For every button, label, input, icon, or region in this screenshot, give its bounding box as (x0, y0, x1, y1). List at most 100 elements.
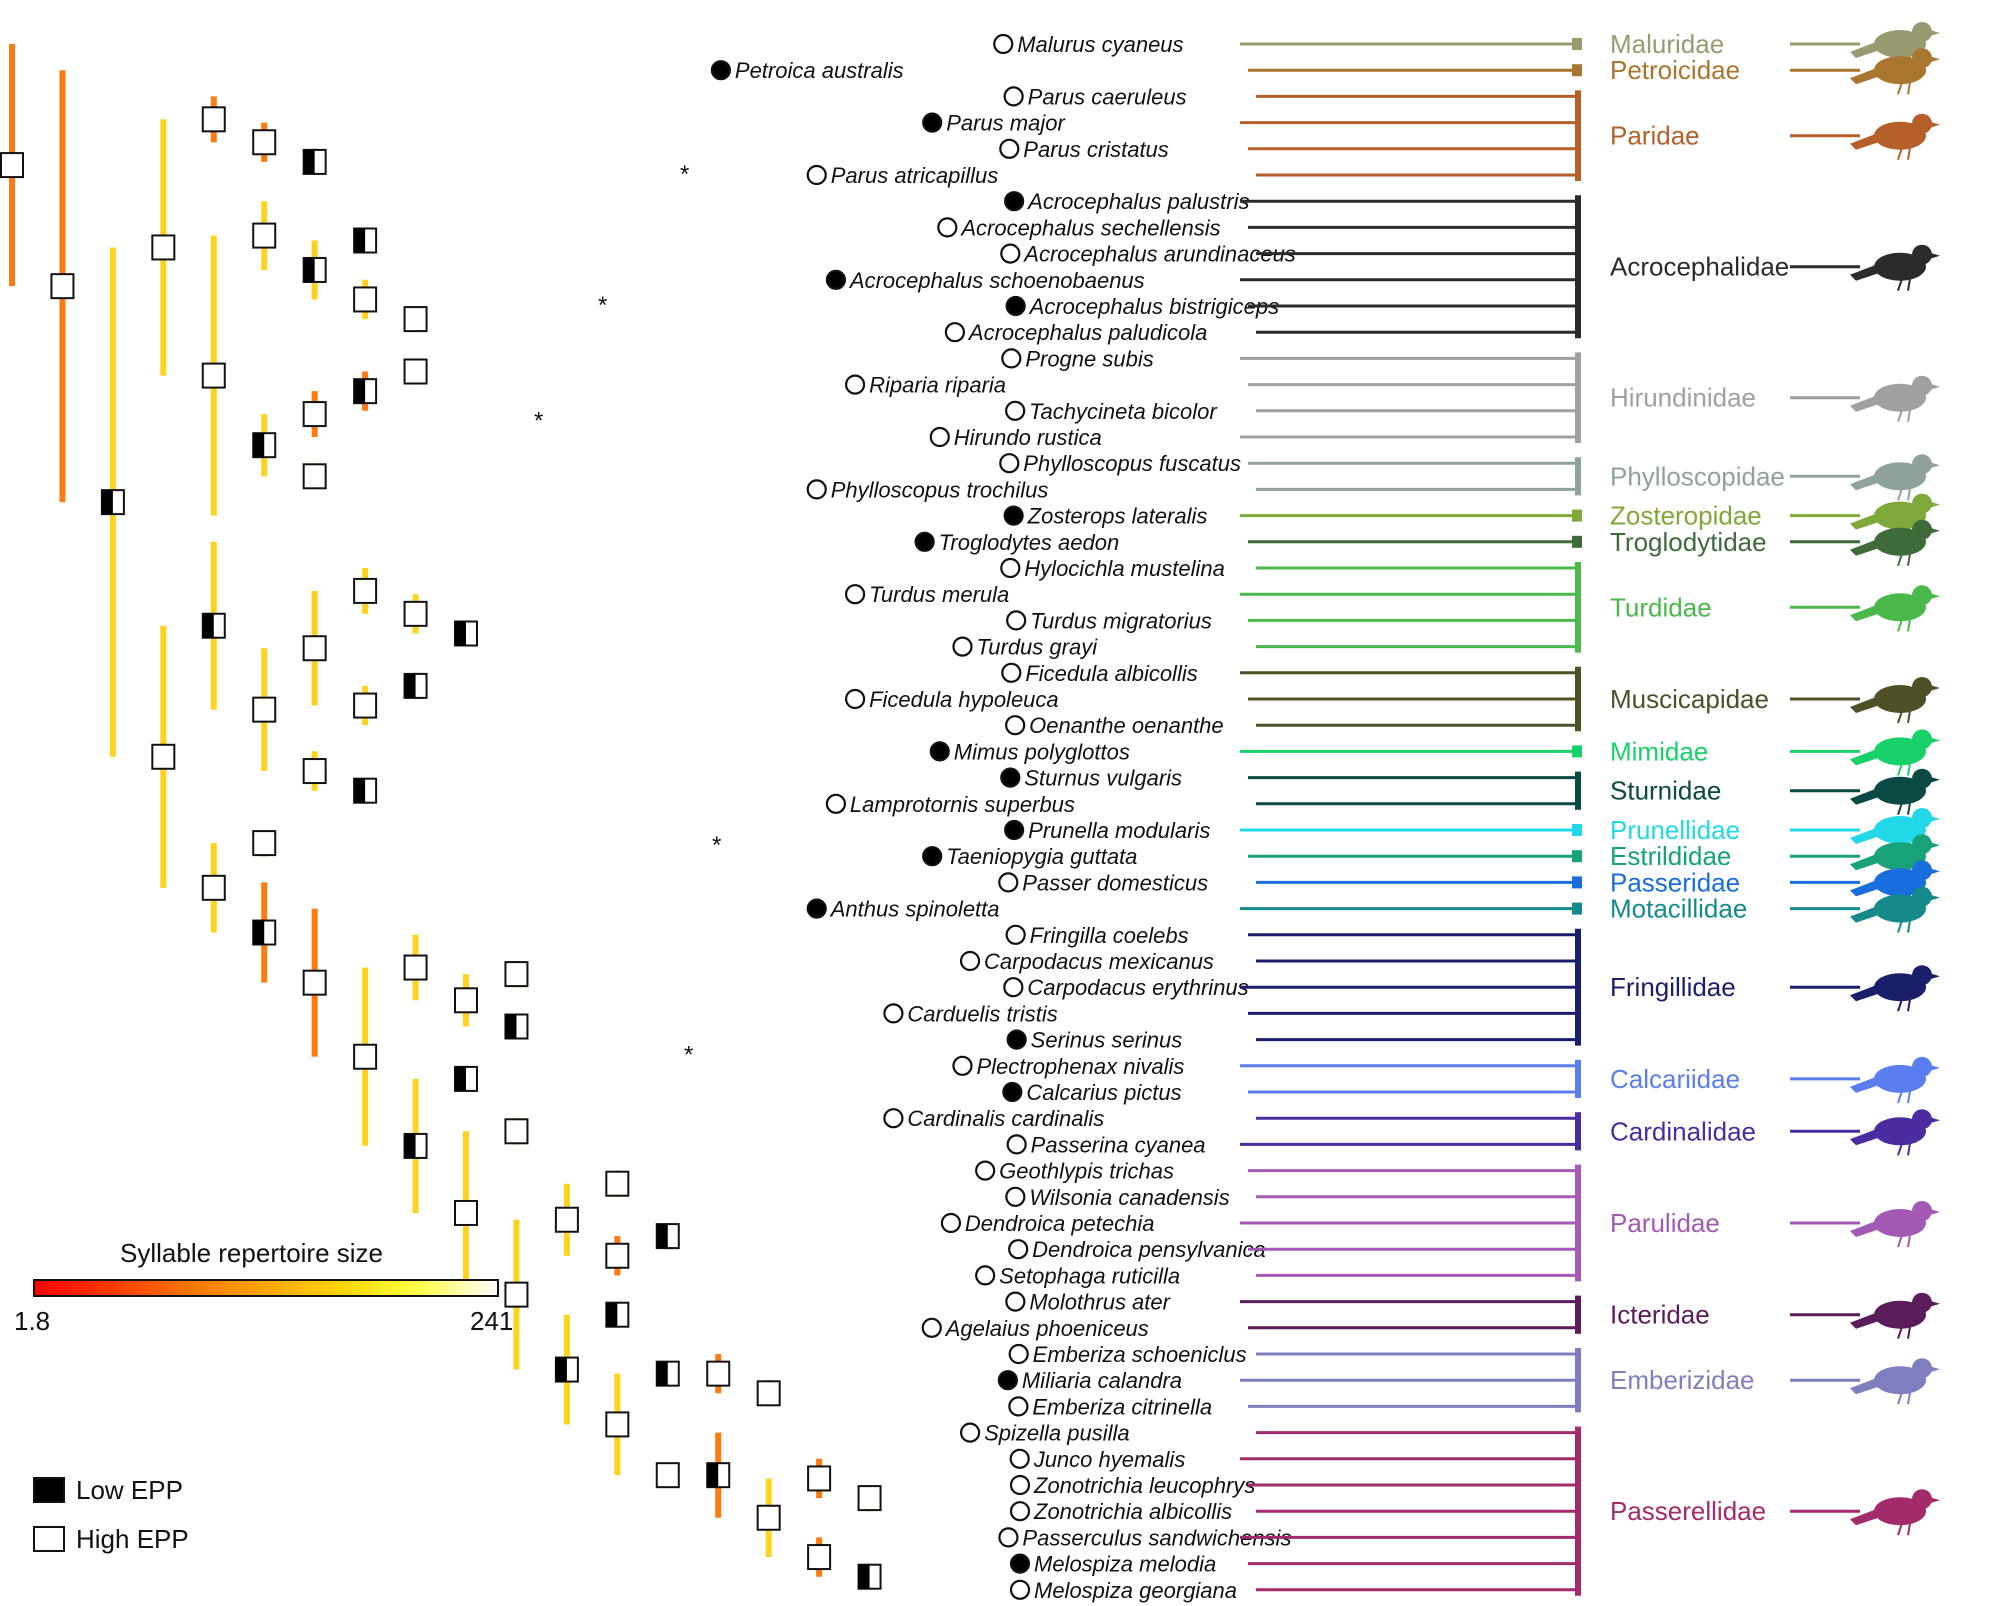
node-epp-box (655, 1360, 680, 1387)
node-epp-box (252, 432, 277, 459)
node-epp-box (302, 463, 327, 490)
family-label: Muscicapidae (1610, 684, 1769, 714)
species-label: Junco hyemalis (1033, 1447, 1186, 1472)
white-eye-silhouette-icon (1790, 493, 1940, 540)
node-epp-box (100, 489, 125, 516)
tip-epp-circle (825, 793, 847, 814)
tip-epp-circle (975, 1160, 996, 1181)
tip-epp-circle (1009, 1448, 1030, 1469)
family-label: Hirundinidae (1610, 383, 1756, 413)
tip-epp-circle (1005, 400, 1026, 421)
tip-epp-circle (825, 269, 847, 290)
node-epp-box (201, 362, 226, 389)
species-label: Acrocephalus palustris (1026, 189, 1249, 214)
tip-epp-circle (937, 217, 958, 238)
species-label: Riparia riparia (869, 373, 1006, 398)
family-motacillidae: Motacillidae (1240, 886, 1940, 933)
node-epp-box (201, 106, 226, 133)
high-epp-label: High EPP (76, 1524, 189, 1554)
node-asterisk: * (534, 407, 543, 434)
family-emberizidae: Emberizidae (1240, 1348, 1940, 1413)
tip-epp-circle (1008, 1239, 1029, 1260)
family-cardinalidae: Cardinalidae (1240, 1109, 1940, 1156)
node-epp-box (706, 1462, 731, 1489)
tip-epp-circle (921, 1317, 942, 1338)
starling-silhouette-icon (1790, 768, 1940, 816)
family-label: Petroicidae (1610, 55, 1740, 85)
species-label: Fringilla coelebs (1030, 923, 1189, 948)
node-epp-box (454, 1065, 478, 1092)
node-epp-box (756, 1380, 781, 1407)
species-label: Acrocephalus paludicola (967, 320, 1208, 345)
node-epp-box (554, 1356, 579, 1383)
species-label: Phylloscopus fuscatus (1023, 451, 1241, 476)
node-epp-box (454, 620, 478, 647)
tip-epp-circle (806, 898, 827, 919)
family-bracket (1572, 535, 1582, 548)
node-asterisk: * (680, 161, 689, 188)
family-passerellidae: Passerellidae (1240, 1426, 1940, 1596)
mockingbird-silhouette-icon (1790, 729, 1940, 776)
species-label: Agelaius phoeniceus (944, 1316, 1149, 1341)
tip-epp-circle (806, 164, 827, 186)
family-passeridae: Passeridae (1256, 860, 1940, 907)
family-label: Troglodytidae (1610, 527, 1767, 557)
node-epp-box (151, 234, 176, 261)
tip-epp-circle (844, 584, 866, 605)
tip-epp-circle (1000, 767, 1021, 788)
species-label: Molothrus ater (1029, 1290, 1171, 1315)
species-label: Tachycineta bicolor (1029, 399, 1218, 424)
species-label: Parus atricapillus (831, 163, 999, 188)
family-prunellidae: Prunellidae (1240, 808, 1940, 855)
species-label: Dendroica pensylvanica (1032, 1237, 1266, 1262)
species-label: Ficedula albicollis (1025, 661, 1197, 686)
species-label: Progne subis (1025, 346, 1153, 371)
tip-epp-circle (1006, 610, 1027, 631)
wood-warbler-silhouette-icon (1790, 1201, 1940, 1248)
tip-epp-circle (940, 1212, 962, 1234)
species-label: Troglodytes aedon (939, 530, 1120, 555)
tip-epp-circle (1004, 819, 1025, 841)
family-acrocephalidae: Acrocephalidae (1240, 195, 1940, 339)
family-maluridae: Maluridae (1240, 22, 1940, 69)
tip-epp-circle (1002, 1081, 1023, 1103)
tip-epp-circle (1006, 1029, 1027, 1050)
species-label: Serinus serinus (1031, 1028, 1183, 1053)
family-estrildidae: Estrildidae (1248, 834, 1940, 881)
node-epp-box (605, 1301, 630, 1328)
tip-epp-circle (1009, 1474, 1031, 1496)
tit-silhouette-icon (1790, 113, 1940, 161)
node-epp-box (302, 758, 327, 785)
family-parulidae: Parulidae (1240, 1164, 1940, 1282)
species-label: Acrocephalus bistrigiceps (1028, 294, 1279, 319)
node-epp-box (655, 1223, 680, 1250)
family-label: Sturnidae (1610, 776, 1721, 806)
species-label: Lamprotornis superbus (850, 792, 1075, 817)
flycatcher-silhouette-icon (1790, 677, 1940, 724)
family-phylloscopidae: Phylloscopidae (1248, 454, 1940, 501)
family-zosteropidae: Zosteropidae (1240, 493, 1940, 540)
species-label: Carpodacus erythrinus (1027, 975, 1248, 1000)
cardinal-silhouette-icon (1790, 1109, 1940, 1156)
colorbar-gradient (33, 1279, 499, 1297)
family-bracket (1572, 38, 1582, 50)
family-turdidae: Turdidae (1240, 562, 1940, 653)
tip-epp-circle (993, 33, 1014, 55)
family-sturnidae: Sturnidae (1248, 768, 1940, 816)
pipit-silhouette-icon (1790, 886, 1940, 933)
node-epp-box (605, 1242, 630, 1269)
node-epp-box (454, 987, 478, 1014)
species-label: Ficedula hypoleuca (869, 687, 1059, 712)
accentor-silhouette-icon (1790, 808, 1940, 855)
species-label: Parus caeruleus (1028, 84, 1187, 109)
node-epp-box (353, 286, 378, 313)
epp-legend: Low EPP High EPP (33, 1475, 189, 1554)
tip-epp-circle (975, 1265, 996, 1286)
family-bracket (1572, 902, 1582, 915)
species-label: Emberiza citrinella (1032, 1394, 1212, 1419)
family-calcariidae: Calcariidae (1240, 1056, 1940, 1104)
tip-epp-circle (1006, 1134, 1027, 1155)
family-bracket (1572, 876, 1582, 889)
